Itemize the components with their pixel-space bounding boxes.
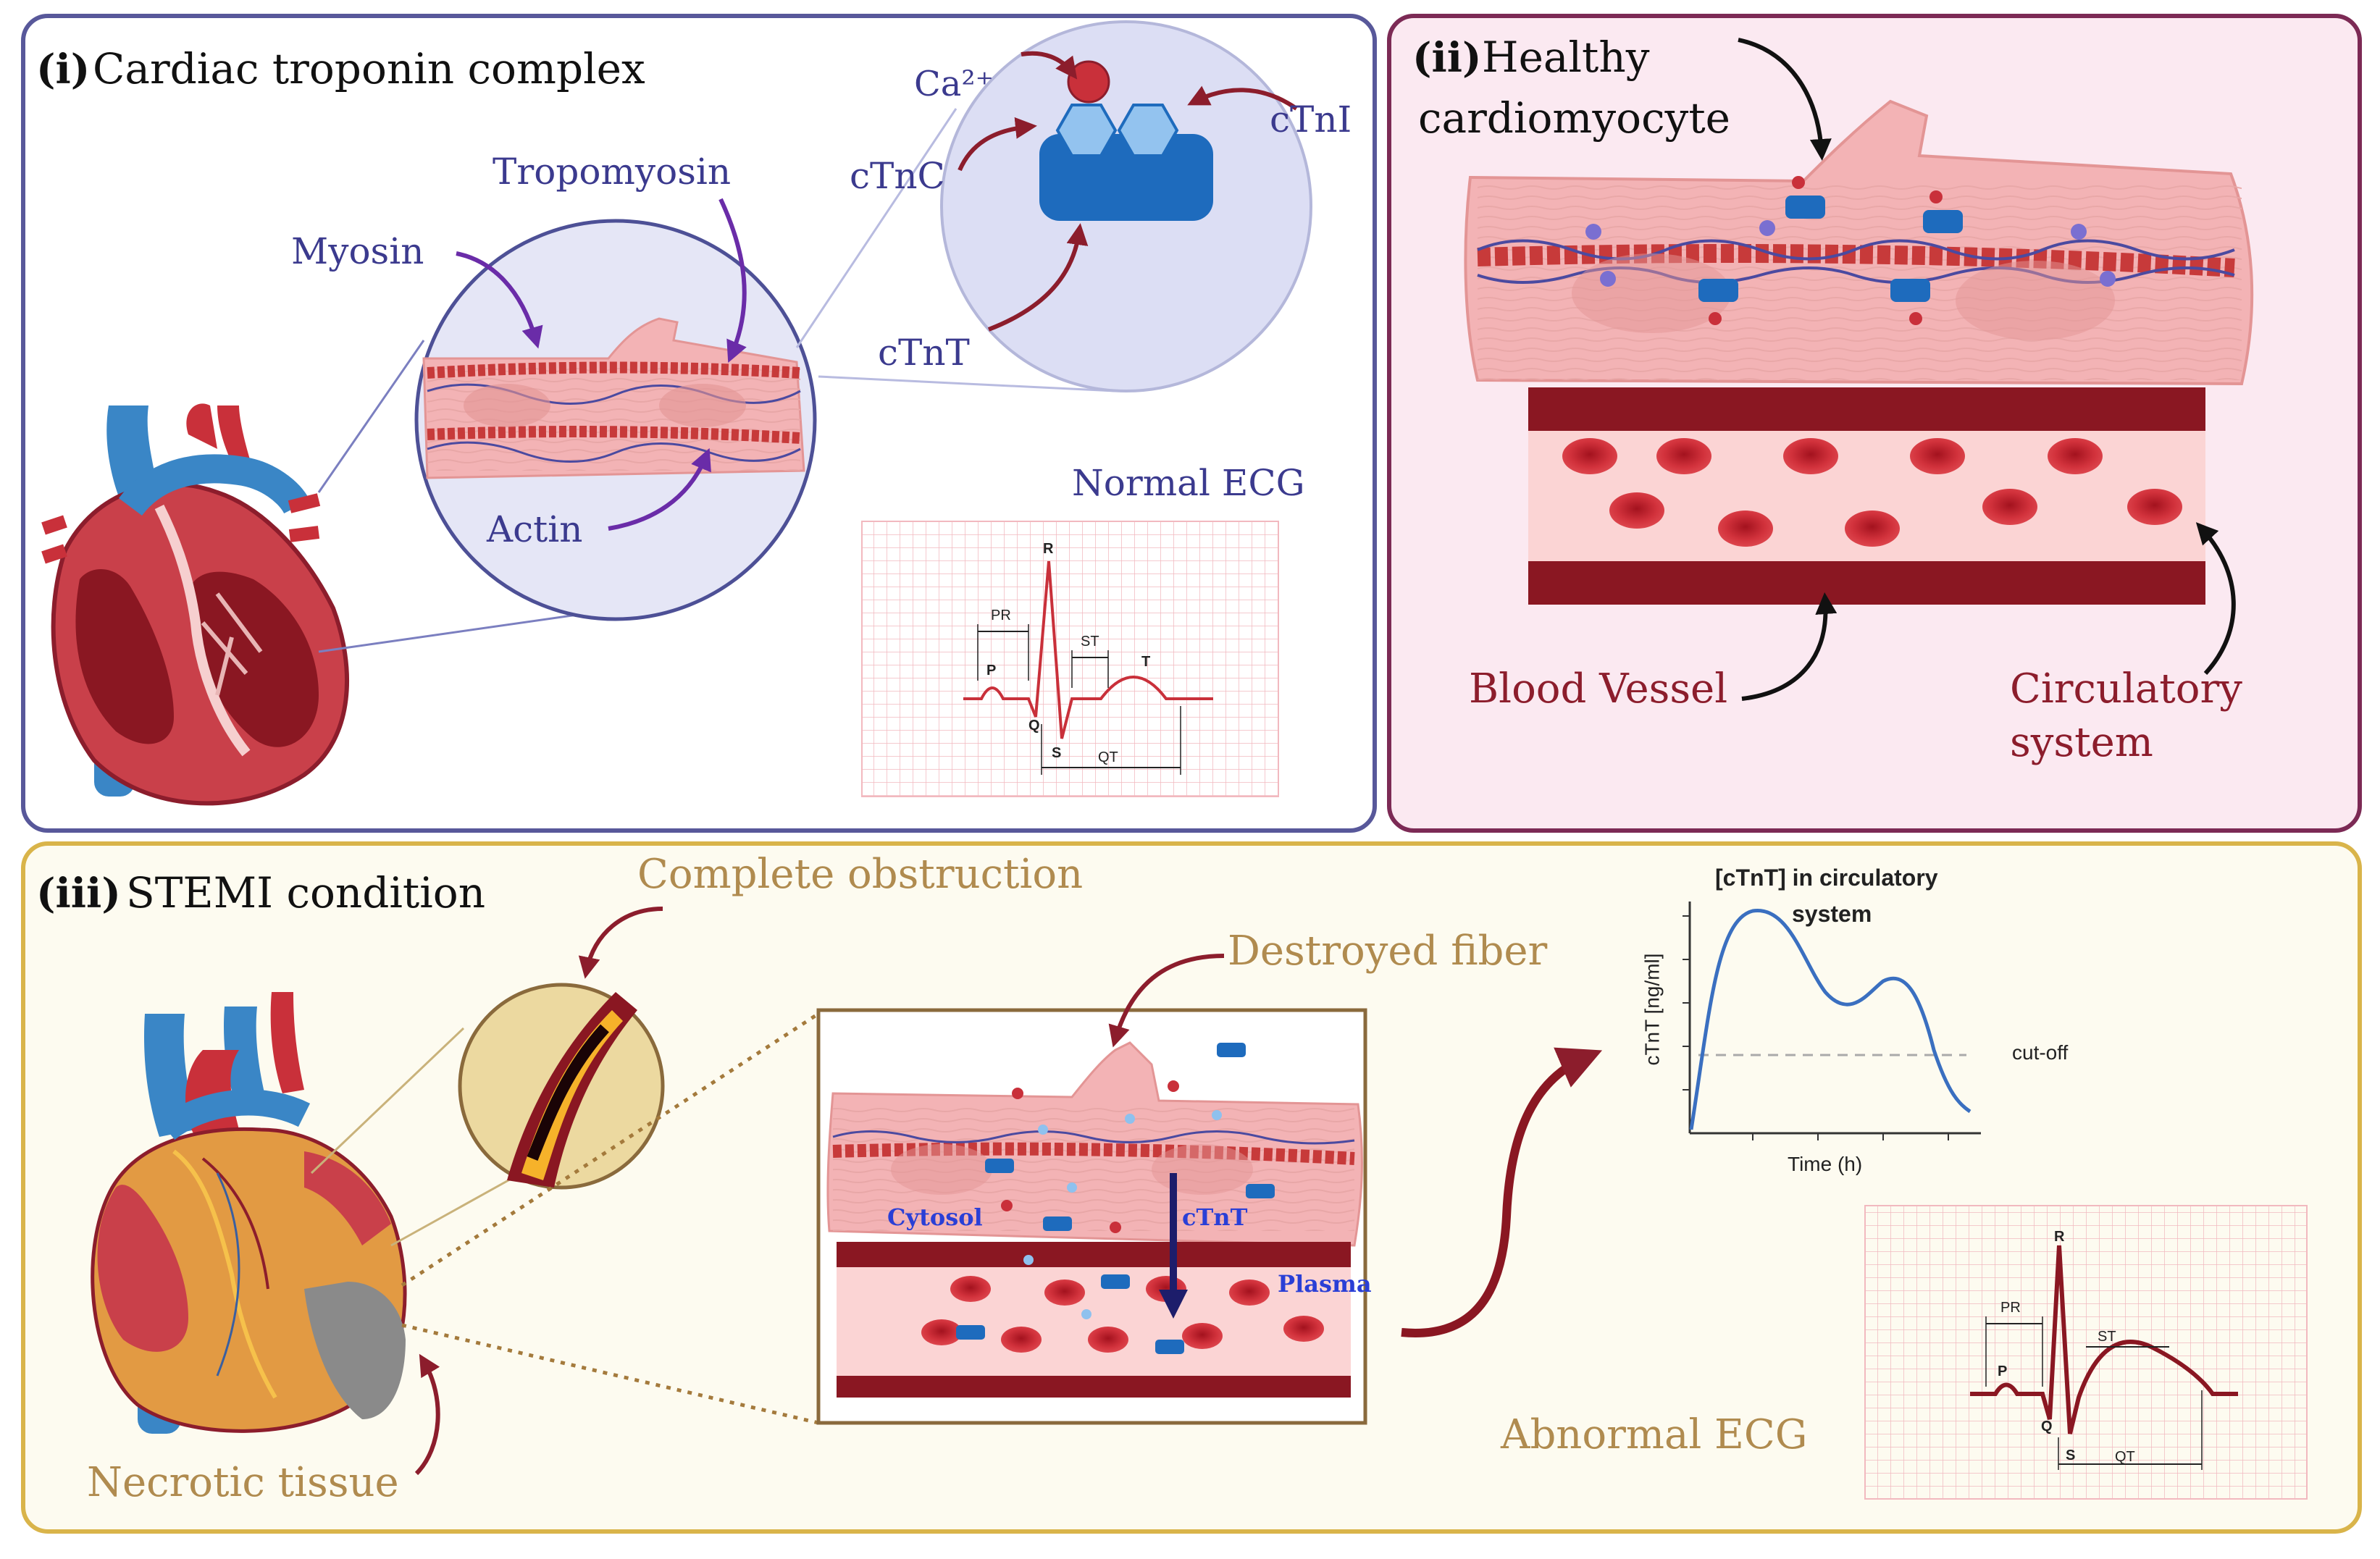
ctnc-label: cTnC — [850, 155, 945, 197]
circulatory-label-line2: system — [2010, 719, 2153, 766]
panel-1-title: Cardiac troponin complex — [93, 44, 645, 93]
ecg2-s: S — [2066, 1447, 2076, 1463]
ecg2-pr: PR — [2000, 1300, 2021, 1316]
tropomyosin-label: Tropomyosin — [493, 151, 732, 193]
abnormal-ecg-label: Abnormal ECG — [1501, 1411, 1808, 1458]
panel-3-tag: (iii) — [36, 870, 121, 917]
panel-1-tag: (i) — [36, 46, 91, 93]
plasma-label: Plasma — [1278, 1270, 1372, 1298]
ctnt-fiber-label: cTnT — [1182, 1203, 1248, 1231]
destroyed-fiber-label: Destroyed fiber — [1228, 928, 1548, 975]
graph-y-label: cTnT [ng/ml] — [1641, 953, 1664, 1066]
ecg2-r: R — [2054, 1229, 2065, 1245]
healthy-blood-vessel — [1528, 387, 2205, 605]
destroyed-fiber-box — [816, 1008, 1367, 1425]
cytosol-label: Cytosol — [887, 1203, 983, 1231]
circulatory-label-line1: Circulatory — [2010, 665, 2242, 713]
ecg1-q: Q — [1028, 718, 1040, 734]
ecg2-p: P — [1998, 1363, 2008, 1379]
healthy-cardiomyocyte — [1464, 99, 2254, 386]
complete-obstruction-label: Complete obstruction — [637, 851, 1084, 898]
panel-2-title-line1: Healthy — [1482, 33, 1650, 82]
graph-x-label: Time (h) — [1788, 1153, 1863, 1175]
sarcomere-zoom-circle — [414, 219, 817, 621]
necrotic-tissue-label: Necrotic tissue — [87, 1459, 399, 1506]
abnormal-ecg-chart — [1864, 1205, 2308, 1500]
ecg1-s: S — [1052, 745, 1062, 761]
ecg1-r: R — [1043, 541, 1054, 557]
actin-label: Actin — [487, 508, 583, 550]
ecg2-st: ST — [2098, 1329, 2116, 1345]
panel-3-title: STEMI condition — [126, 868, 486, 917]
ecg2-qt: QT — [2115, 1449, 2135, 1465]
graph-cutoff-label: cut-off — [2012, 1041, 2069, 1064]
calcium-label: Ca²⁺ — [914, 64, 994, 104]
normal-ecg-title: Normal ECG — [1072, 462, 1305, 504]
normal-ecg-chart — [861, 521, 1279, 797]
ctnt-label: cTnT — [878, 332, 970, 374]
ctnt-graph — [1683, 902, 1981, 1140]
heart-illustration-1 — [41, 403, 350, 806]
blood-vessel-label: Blood Vessel — [1469, 665, 1728, 713]
ctni-label: cTnI — [1270, 98, 1352, 140]
panel-2-title-line2: cardiomyocyte — [1418, 93, 1730, 143]
ecg1-pr: PR — [991, 608, 1011, 623]
ecg1-p: P — [986, 663, 997, 678]
graph-title-line2: system — [1792, 901, 1872, 927]
ecg1-st: ST — [1081, 634, 1099, 650]
myosin-label: Myosin — [291, 230, 424, 272]
graph-title-line1: [cTnT] in circulatory — [1715, 865, 1938, 891]
heart-illustration-2 — [91, 992, 407, 1434]
ecg1-t: T — [1141, 654, 1151, 670]
ecg1-qt: QT — [1098, 749, 1118, 765]
ecg2-q: Q — [2041, 1419, 2053, 1434]
troponin-zoom-circle — [940, 20, 1312, 392]
obstruction-zoom-circle — [458, 983, 665, 1190]
panel-2-tag: (ii) — [1412, 34, 1482, 82]
